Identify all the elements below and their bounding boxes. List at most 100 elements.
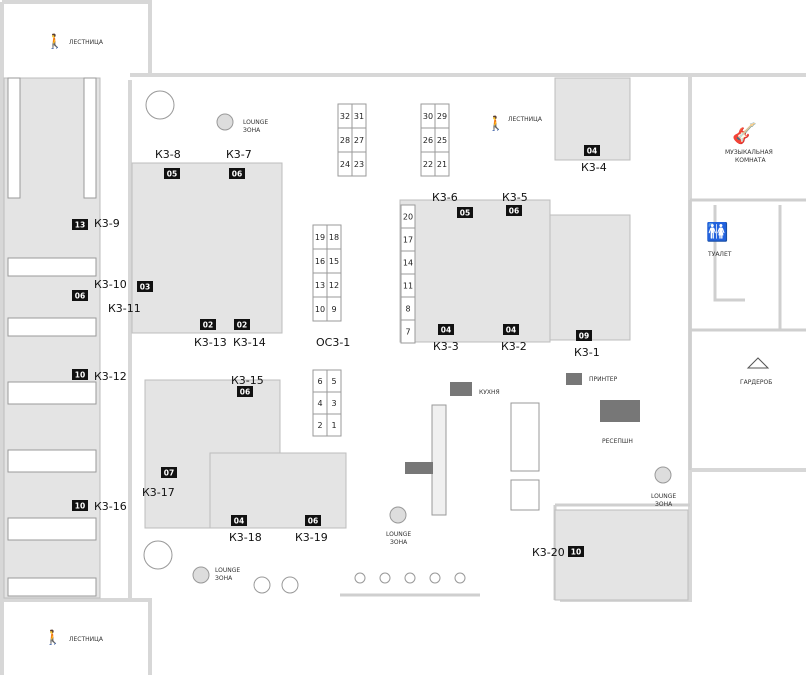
stairs-icon: 🚶 — [46, 33, 63, 50]
stairs-icon: 🚶 — [487, 115, 504, 132]
svg-text:7: 7 — [405, 328, 410, 337]
stairs-bottom-label: ЛЕСТНИЦА — [69, 636, 104, 643]
zone-badge-k3-1: 09 — [576, 330, 592, 341]
svg-text:09: 09 — [579, 332, 589, 341]
svg-text:02: 02 — [203, 321, 213, 330]
oc-desk: 2 — [312, 413, 328, 437]
toilet-icon: 🚻 — [706, 221, 728, 243]
lounge-zone-label: ЗОНА — [243, 127, 261, 134]
oc-desk: 22 — [420, 151, 436, 177]
zone-label-k3-6: К3-6 — [432, 191, 458, 204]
svg-text:06: 06 — [240, 388, 250, 397]
oc-desk: 9 — [326, 296, 342, 322]
oc-label: ОС3-1 — [316, 336, 350, 349]
oc-desk: 32 — [337, 103, 353, 129]
lounge-label: LOUNGE — [386, 531, 411, 538]
zone-label-k3-13: К3-13 — [194, 336, 227, 349]
svg-text:12: 12 — [329, 281, 339, 290]
oc-desk: 13 — [312, 272, 328, 298]
zone-badge-k3-6: 05 — [457, 207, 473, 218]
svg-text:10: 10 — [75, 502, 85, 511]
toilet: 🚻 ТУАЛЕТ — [706, 221, 732, 258]
svg-text:19: 19 — [315, 233, 325, 242]
kitchen: КУХНЯ — [405, 382, 540, 516]
svg-text:06: 06 — [308, 517, 318, 526]
person-icon — [654, 466, 672, 484]
reception-label: РЕСЕПШН — [602, 438, 633, 445]
svg-text:04: 04 — [441, 326, 451, 335]
oc-desk: 8 — [400, 296, 416, 321]
oc-desk: 12 — [326, 272, 342, 298]
person-icon — [216, 113, 234, 131]
printer-label: ПРИНТЕР — [589, 376, 618, 383]
svg-text:23: 23 — [354, 160, 364, 169]
oc-desk: 28 — [337, 127, 353, 153]
oc-desk: 7 — [400, 319, 416, 344]
svg-text:03: 03 — [140, 283, 150, 292]
oc-desk: 11 — [400, 273, 416, 298]
oc-desk: 4 — [312, 391, 328, 415]
zone-label-k3-5: К3-5 — [502, 191, 528, 204]
oc-desk: 14 — [400, 250, 416, 275]
svg-text:15: 15 — [329, 257, 339, 266]
lounge-label: LOUNGE — [651, 493, 676, 500]
zone-label-k3-20: К3-20 — [532, 546, 565, 559]
lounge-label: LOUNGE — [215, 567, 240, 574]
zone-label-k3-18: К3-18 — [229, 531, 262, 544]
music-label-2: КОМНАТА — [735, 157, 766, 164]
svg-text:25: 25 — [437, 136, 447, 145]
oc-desk: 20 — [400, 204, 416, 229]
svg-text:22: 22 — [423, 160, 433, 169]
zone-label-k3-19: К3-19 — [295, 531, 328, 544]
zone-label-k3-8: К3-8 — [155, 148, 181, 161]
svg-text:05: 05 — [460, 209, 470, 218]
printer: ПРИНТЕР — [566, 373, 618, 385]
zone-label-k3-2: К3-2 — [501, 340, 527, 353]
zone-badge-k3-17: 07 — [161, 467, 177, 478]
zone-badge-k3-7: 06 — [229, 168, 245, 179]
svg-text:16: 16 — [315, 257, 325, 266]
svg-text:10: 10 — [315, 305, 325, 314]
zone-label-k3-1: К3-1 — [574, 346, 600, 359]
svg-text:32: 32 — [340, 112, 350, 121]
svg-text:06: 06 — [232, 170, 242, 179]
zone-label-k3-14: К3-14 — [233, 336, 266, 349]
reception: РЕСЕПШН — [600, 400, 640, 445]
svg-text:26: 26 — [423, 136, 433, 145]
svg-text:13: 13 — [315, 281, 325, 290]
bottom-seats — [253, 572, 466, 594]
oc-desk: 23 — [351, 151, 367, 177]
music-label-1: МУЗЫКАЛЬНАЯ — [725, 149, 773, 156]
svg-text:5: 5 — [331, 377, 336, 386]
zone-labels: К3-913К3-1006К3-1103К3-1210К3-1610К3-805… — [72, 145, 607, 559]
zone-badge-k3-2: 04 — [503, 324, 519, 335]
svg-text:07: 07 — [164, 469, 174, 478]
zone-badge-k3-16: 10 — [72, 500, 88, 511]
svg-text:2: 2 — [317, 421, 322, 430]
zone-label-k3-4: К3-4 — [581, 161, 607, 174]
svg-text:04: 04 — [506, 326, 516, 335]
svg-text:17: 17 — [403, 236, 413, 245]
music-room: 🎸 МУЗЫКАЛЬНАЯ КОМНАТА — [725, 121, 773, 164]
zone-badge-k3-15: 06 — [237, 386, 253, 397]
hanger-icon — [746, 357, 770, 369]
oc-desk: 26 — [420, 127, 436, 153]
svg-text:3: 3 — [331, 399, 336, 408]
svg-text:9: 9 — [331, 305, 336, 314]
svg-text:04: 04 — [587, 147, 597, 156]
svg-text:29: 29 — [437, 112, 447, 121]
zone-label-k3-11: К3-11 — [108, 302, 141, 315]
zone-label-k3-3: К3-3 — [433, 340, 459, 353]
oc-desk: 19 — [312, 224, 328, 250]
zone-badge-k3-4: 04 — [584, 145, 600, 156]
svg-text:02: 02 — [237, 321, 247, 330]
zone-badge-k3-9: 13 — [72, 219, 88, 230]
stairs-icon: 🚶 — [44, 629, 61, 646]
lounge-bottom-left: LOUNGE ЗОНА — [143, 540, 240, 584]
person-icon — [192, 566, 210, 584]
oc-desk: 10 — [312, 296, 328, 322]
oc-desk: 27 — [351, 127, 367, 153]
zone-badge-k3-10: 06 — [72, 290, 88, 301]
zone-label-k3-9: К3-9 — [94, 217, 120, 230]
svg-text:18: 18 — [329, 233, 339, 242]
